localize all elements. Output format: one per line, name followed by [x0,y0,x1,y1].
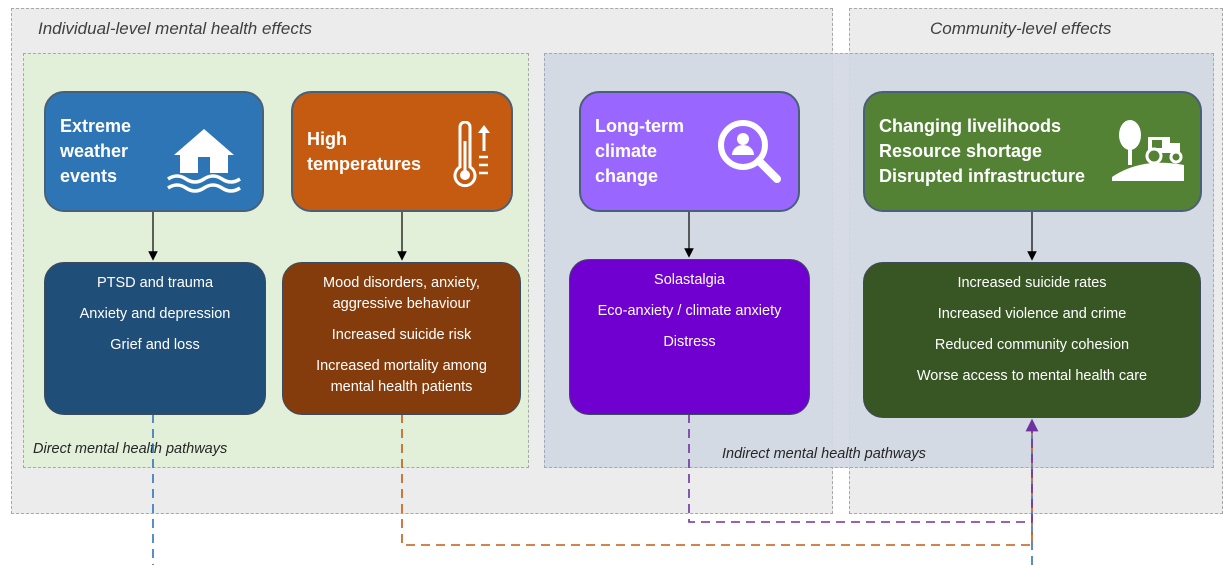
cause-text-line: change [595,166,659,186]
cause-extreme-weather: Extreme weather events [44,91,264,212]
effects-changing-livelihoods: Increased suicide rates Increased violen… [863,262,1201,418]
community-level-title: Community-level effects [930,19,1112,38]
direct-pathways-label: Direct mental health pathways [33,441,228,457]
effect-item: Increased violence and crime [937,306,1127,322]
house-flood-icon [167,129,241,193]
cause-text-line: Extreme [60,116,132,136]
connector-indirect-purple [688,414,1039,523]
cause-text-line: Changing livelihoods [879,116,1062,136]
cause-text-line: High [307,128,347,149]
cause-high-temperatures: High temperatures [291,91,513,212]
effect-item: Distress [663,334,716,350]
thermometer-rising-icon [453,121,490,188]
effect-item: Increased suicide risk [331,327,472,343]
cause-changing-livelihoods: Changing livelihoods Resource shortage D… [863,91,1202,212]
cause-text-line: Disrupted infrastructure [879,166,1086,186]
indirect-pathways-label: Indirect mental health pathways [722,446,926,462]
individual-level-title: Individual-level mental health effects [38,19,313,38]
cause-long-term-climate-change: Long-term climate change [579,91,800,212]
effects-high-temperatures: Mood disorders, anxiety, aggressive beha… [282,262,521,415]
effects-long-term-climate-change: Solastalgia Eco-anxiety / climate anxiet… [569,259,810,415]
connector-direct-blue [152,414,1033,565]
cause-text-line: events [60,166,118,186]
cause-text-line: Long-term [595,116,684,136]
effect-item: Solastalgia [654,272,725,288]
effect-item: Mood disorders, anxiety, aggressive beha… [323,275,480,312]
cause-text-line: temperatures [307,153,422,174]
effect-item: Worse access to mental health care [916,368,1148,384]
effect-item: Increased mortality among mental health … [316,358,487,395]
cause-text-line: Resource shortage [879,141,1043,161]
effect-item: Increased suicide rates [957,275,1107,291]
tree-tractor-icon [1112,120,1184,181]
effect-item: Grief and loss [110,337,200,353]
effect-item: Anxiety and depression [79,306,231,322]
connector-direct-orange [401,414,1033,546]
cause-text-line: weather [60,141,129,161]
effect-item: PTSD and trauma [96,275,214,291]
cause-text-line: climate [595,141,658,161]
effects-extreme-weather: PTSD and trauma Anxiety and depression G… [44,262,266,415]
effect-item: Eco-anxiety / climate anxiety [597,303,782,319]
magnifier-person-icon [718,120,781,183]
effect-item: Reduced community cohesion [934,337,1130,353]
